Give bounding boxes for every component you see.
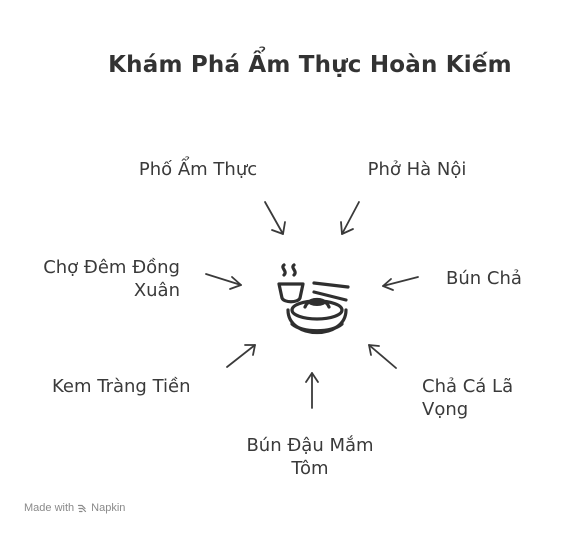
label-line: Vọng [422, 399, 469, 420]
label-cha-ca-la-vong: Chả Cá Lã Vọng [422, 375, 552, 421]
label-cho-dem-dong-xuan: Chợ Đêm Đồng Xuân [20, 256, 180, 302]
label-bun-dau-mam-tom: Bún Đậu Mắm Tôm [222, 434, 398, 480]
label-line: Xuân [133, 280, 180, 301]
napkin-logo-icon [78, 504, 87, 512]
label-line: Bún Chả [446, 268, 522, 289]
label-line: Chợ Đêm Đồng [43, 257, 180, 278]
label-line: Tôm [291, 458, 329, 479]
arrow-bun-cha [382, 276, 419, 291]
arrow-pho-ha-noi [340, 201, 360, 235]
label-pho-ha-noi: Phở Hà Nội [352, 158, 482, 181]
diagram-title: Khám Phá Ẩm Thực Hoàn Kiếm [108, 52, 512, 78]
arrow-cha-ca-la-vong [368, 344, 397, 369]
footer-brand: Napkin [91, 502, 126, 514]
label-pho-am-thuc: Phố Ẩm Thực [128, 158, 268, 181]
arrow-cho-dem-dong-xuan [205, 273, 242, 290]
label-kem-trang-tien: Kem Tràng Tiền [52, 375, 212, 398]
label-line: Bún Đậu Mắm [246, 435, 374, 456]
label-line: Phố Ẩm Thực [138, 159, 258, 180]
label-line: Kem Tràng Tiền [52, 376, 191, 397]
arrow-pho-am-thuc [264, 201, 286, 235]
label-line: Chả Cá Lã [422, 376, 514, 397]
label-line: Phở Hà Nội [367, 159, 467, 180]
footer-made-with: Made with [24, 502, 75, 514]
arrow-kem-trang-tien [226, 344, 256, 368]
arrow-bun-dau-mam-tom [305, 372, 319, 409]
footer-watermark: Made with Napkin [24, 502, 125, 514]
label-bun-cha: Bún Chả [446, 267, 546, 290]
